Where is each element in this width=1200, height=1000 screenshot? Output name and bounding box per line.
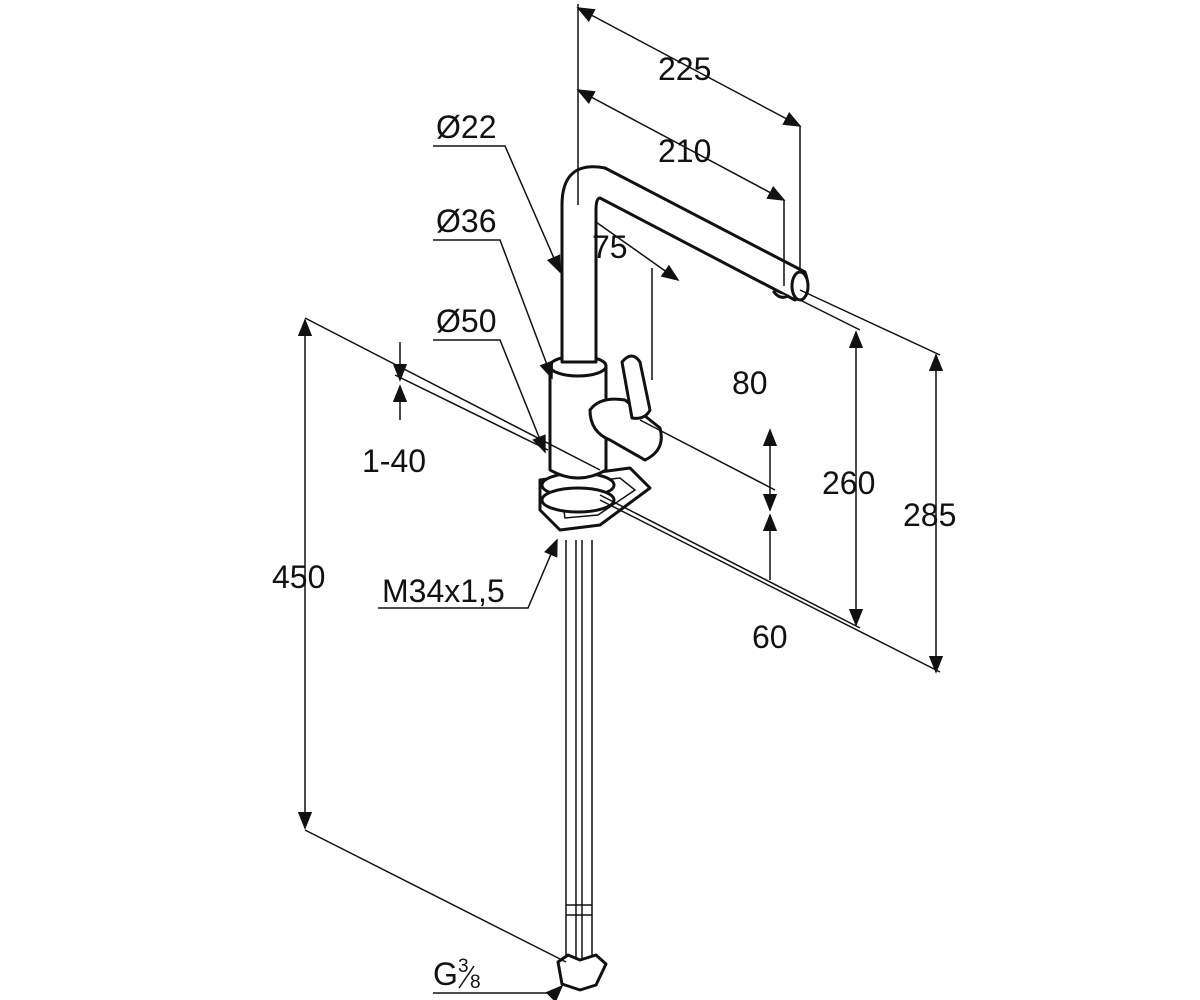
label-d36: Ø36 [436,203,496,239]
leader-d22 [433,145,561,274]
dim-line-75 [595,221,680,282]
label-225: 225 [658,51,711,87]
label-1-40: 1-40 [362,443,426,479]
label-75: 75 [592,229,628,265]
dim-line-210 [576,89,786,201]
label-80: 80 [732,365,768,401]
label-260: 260 [822,465,875,501]
fraction-slash [458,965,475,989]
label-210: 210 [658,133,711,169]
label-285: 285 [903,497,956,533]
leader-d36 [433,239,554,380]
label-connector-numerator: 3 [458,956,469,977]
lever-base [588,397,663,462]
label-d22: Ø22 [436,109,496,145]
leader-thread [378,538,558,609]
label-thread: M34x1,5 [382,573,505,609]
label-60: 60 [752,619,788,655]
leader-d50 [433,339,546,454]
lever-handle [620,354,652,420]
label-connector: G [433,956,458,992]
leader-connector [433,984,564,1000]
faucet-body [538,165,810,992]
hose-connector [556,953,608,992]
label-450: 450 [272,559,325,595]
dimension-lines [297,4,944,1000]
label-d50: Ø50 [436,303,496,339]
dimension-labels: 225 210 75 Ø22 Ø36 Ø50 80 260 285 60 1-4… [272,51,956,993]
label-connector-denominator: 8 [470,972,481,993]
